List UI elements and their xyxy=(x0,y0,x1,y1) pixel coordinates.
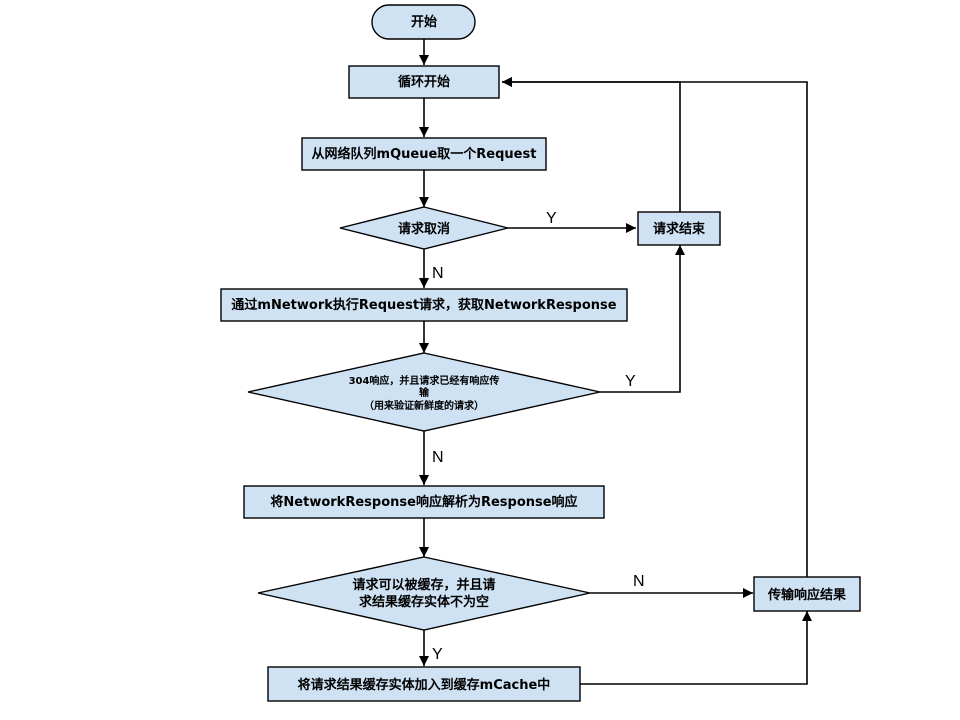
edge-label-group: Y N Y N N Y xyxy=(432,210,645,663)
write-cache-label: 将请求结果缓存实体加入到缓存mCache中 xyxy=(298,677,551,693)
not-modified-line2: 输 xyxy=(419,386,430,399)
deliver-response-box xyxy=(753,576,861,612)
cacheable-yes-label: Y xyxy=(432,646,443,663)
canceled-label: 请求取消 xyxy=(398,221,450,237)
loop-start-box xyxy=(348,65,500,99)
parse-response-box xyxy=(243,485,605,519)
take-request-box xyxy=(301,137,547,171)
canceled-no-label: N xyxy=(432,265,444,282)
loop-start-label: 循环开始 xyxy=(398,74,450,90)
deliver-response-label: 传输响应结果 xyxy=(767,587,846,603)
take-request-label: 从网络队列mQueue取一个Request xyxy=(312,146,537,162)
edge-notmodified-to-end xyxy=(600,245,685,393)
cacheable-line1: 请求可以被缓存，并且请 xyxy=(352,577,495,593)
start-label: 开始 xyxy=(411,14,437,30)
write-cache-box xyxy=(267,666,581,702)
perform-request-box xyxy=(220,288,628,322)
not-modified-decision xyxy=(247,352,601,432)
not-modified-line1: 304响应，并且请求已经有响应传 xyxy=(349,374,500,387)
cacheable-decision xyxy=(257,556,591,631)
cacheable-no-label: N xyxy=(633,573,645,590)
edge-write-to-deliver xyxy=(580,611,812,685)
parse-response-label: 将NetworkResponse响应解析为Response响应 xyxy=(270,494,577,510)
not-modified-yes-label: Y xyxy=(625,373,636,390)
not-modified-line3: （用来验证新鲜度的请求） xyxy=(364,399,484,412)
node-labels: 开始 循环开始 从网络队列mQueue取一个Request 请求取消 请求结束 … xyxy=(231,14,846,693)
start-terminal xyxy=(371,4,476,40)
edge-deliver-to-loop xyxy=(502,77,808,577)
request-end-box xyxy=(637,211,721,246)
edges xyxy=(419,39,812,685)
canceled-yes-label: Y xyxy=(546,210,557,227)
perform-request-label: 通过mNetwork执行Request请求，获取NetworkResponse xyxy=(231,297,616,313)
not-modified-no-label: N xyxy=(432,449,444,466)
cacheable-line2: 求结果缓存实体不为空 xyxy=(359,594,489,610)
nodes xyxy=(220,4,861,702)
request-end-label: 请求结束 xyxy=(653,221,706,237)
canceled-decision xyxy=(339,206,509,250)
